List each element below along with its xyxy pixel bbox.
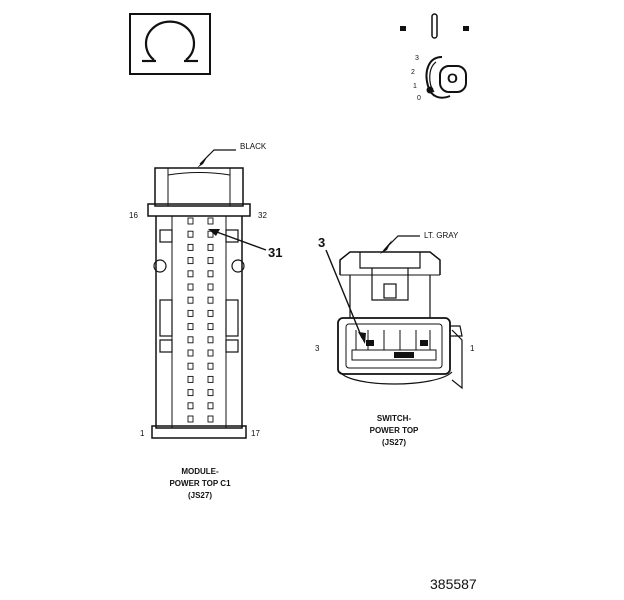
switch-callout-leader <box>325 249 366 344</box>
pin-cavity <box>187 389 194 397</box>
switch-connector-body <box>337 251 463 390</box>
pin-cavity <box>187 402 194 410</box>
ignition-symbol-box <box>129 13 211 75</box>
switch-title-line2: POWER TOP <box>369 426 419 435</box>
pin-cavity <box>207 243 214 251</box>
pin-cavity <box>187 257 194 265</box>
pin-cavity <box>187 296 194 304</box>
module-callout-leader <box>208 229 267 251</box>
pin-cavity <box>207 217 214 225</box>
pin-cavity <box>207 296 214 304</box>
pin-cavity <box>207 415 214 423</box>
pin-cavity <box>207 362 214 370</box>
switch-callout-3: 3 <box>318 235 326 250</box>
ignition-position-1: 1 <box>413 83 417 90</box>
pin-cavity <box>207 283 214 291</box>
figure-number: 385587 <box>430 576 477 592</box>
module-title-line1: MODULE- <box>181 467 219 476</box>
module-wire-color-leader <box>197 149 236 168</box>
pin-cavity <box>207 257 214 265</box>
module-title-line2: POWER TOP C1 <box>169 479 231 488</box>
pin-cavity <box>187 309 194 317</box>
module-callout-31: 31 <box>268 245 283 260</box>
module-pin-1-label: 1 <box>140 429 145 438</box>
pin-cavity <box>207 375 214 383</box>
switch-wire-color: LT. GRAY <box>424 231 459 240</box>
module-pin-16-label: 16 <box>129 211 138 220</box>
pin-cavity <box>207 336 214 344</box>
module-connector-title: MODULE- POWER TOP C1 (JS27) <box>150 466 250 502</box>
pin-cavity <box>207 270 214 278</box>
pin-cavity <box>187 362 194 370</box>
module-title-line3: (JS27) <box>187 491 212 500</box>
pin-cavity <box>207 402 214 410</box>
omega-icon <box>142 20 198 63</box>
ignition-switch-icon <box>400 13 469 99</box>
key-letter: O <box>447 70 458 86</box>
pin-cavity <box>207 349 214 357</box>
switch-wire-color-leader <box>380 235 420 254</box>
module-pin-32-label: 32 <box>258 211 267 220</box>
module-pin-17-label: 17 <box>251 429 260 438</box>
switch-title-line1: SWITCH- <box>376 414 412 423</box>
pin-cavity <box>187 349 194 357</box>
switch-pin-3-label: 3 <box>315 344 320 353</box>
pin-cavity <box>187 283 194 291</box>
pin-cavity <box>187 375 194 383</box>
pin-cavity <box>187 270 194 278</box>
pin-cavity <box>187 336 194 344</box>
ignition-position-0: 0 <box>417 95 421 102</box>
pin-cavity <box>187 415 194 423</box>
switch-title-line3: (JS27) <box>381 438 406 447</box>
pin-cavity <box>207 309 214 317</box>
switch-pin-1-label: 1 <box>470 344 475 353</box>
module-connector-body <box>147 167 251 439</box>
pin-cavity <box>207 323 214 331</box>
module-wire-color: BLACK <box>240 142 267 151</box>
pin-cavity <box>207 389 214 397</box>
ignition-position-3: 3 <box>415 55 419 62</box>
pin-cavity <box>187 243 194 251</box>
pin-cavity <box>187 323 194 331</box>
pin-cavity <box>187 230 194 238</box>
ignition-position-2: 2 <box>411 69 415 76</box>
module-pin-cavities <box>187 217 214 423</box>
pin-cavity <box>207 230 214 238</box>
switch-connector-title: SWITCH- POWER TOP (JS27) <box>344 413 444 449</box>
pin-cavity <box>187 217 194 225</box>
